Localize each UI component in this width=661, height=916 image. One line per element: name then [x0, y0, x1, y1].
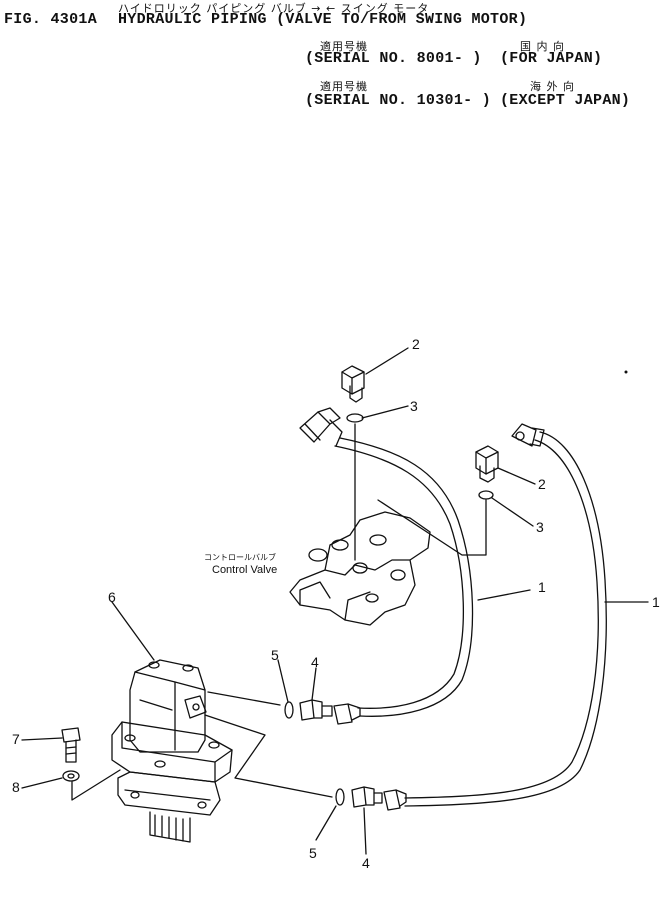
- elbow-fitting-upper-right: [511, 423, 545, 447]
- callout-5-upper: 5: [271, 647, 279, 663]
- o-ring-upper: [346, 413, 364, 423]
- callout-2-right: 2: [538, 476, 546, 492]
- control-valve: [289, 511, 431, 626]
- callout-7: 7: [12, 731, 20, 747]
- applicability-2-serial: (SERIAL NO. 10301- ): [305, 92, 492, 109]
- applicability-2-kana-left: 適用号機: [320, 80, 368, 93]
- figure-header: ハイドロリック パイピング バルブ → ← スイング モータ FIG. 4301…: [0, 0, 661, 120]
- elbow-fitting-upper-left: [299, 407, 343, 447]
- callout-2-upper: 2: [412, 336, 420, 352]
- callout-1-left-hose: 1: [538, 579, 546, 595]
- assembly-guide-lines: [71, 423, 487, 801]
- title-kana: ハイドロリック パイピング バルブ → ← スイング モータ: [118, 2, 430, 15]
- connector-upper: [299, 699, 333, 721]
- callout-1-right-hose: 1: [652, 594, 660, 610]
- callout-3-right: 3: [536, 519, 544, 535]
- hose-right: [404, 431, 607, 807]
- hose-left: [334, 437, 474, 717]
- elbow-adapter-upper: [341, 365, 365, 403]
- control-valve-label: Control Valve: [212, 564, 277, 576]
- o-ring-motor-upper: [284, 701, 294, 719]
- applicability-2-kana-right: 海 外 向: [530, 80, 575, 93]
- swing-motor: [111, 659, 233, 843]
- applicability-1-kana-left: 適用号機: [320, 40, 368, 53]
- callout-4-upper: 4: [311, 654, 319, 670]
- applicability-1-kana-right: 国 内 向: [520, 40, 565, 53]
- applicability-2-region: (EXCEPT JAPAN): [500, 92, 631, 109]
- o-ring-motor-lower: [335, 788, 345, 806]
- elbow-adapter-right: [475, 445, 499, 483]
- applicability-1-region: (FOR JAPAN): [500, 50, 603, 67]
- applicability-1-serial: (SERIAL NO. 8001- ): [305, 50, 482, 67]
- washer: [62, 770, 80, 782]
- callout-4-lower: 4: [362, 855, 370, 871]
- control-valve-label-kana: コントロールバルブ: [204, 552, 276, 562]
- hose-end-lower: [383, 789, 407, 811]
- figure-title: HYDRAULIC PIPING (VALVE TO/FROM SWING MO…: [118, 11, 528, 28]
- hose-end-upper: [333, 703, 361, 725]
- stray-dot: [624, 370, 628, 374]
- o-ring-right: [478, 490, 494, 500]
- callout-6: 6: [108, 589, 116, 605]
- leader-lines: [21, 347, 649, 855]
- bolt: [61, 727, 81, 763]
- callout-3-upper: 3: [410, 398, 418, 414]
- callout-8: 8: [12, 779, 20, 795]
- connector-lower: [351, 786, 383, 808]
- figure-number: FIG. 4301A: [4, 11, 98, 28]
- callout-5-lower: 5: [309, 845, 317, 861]
